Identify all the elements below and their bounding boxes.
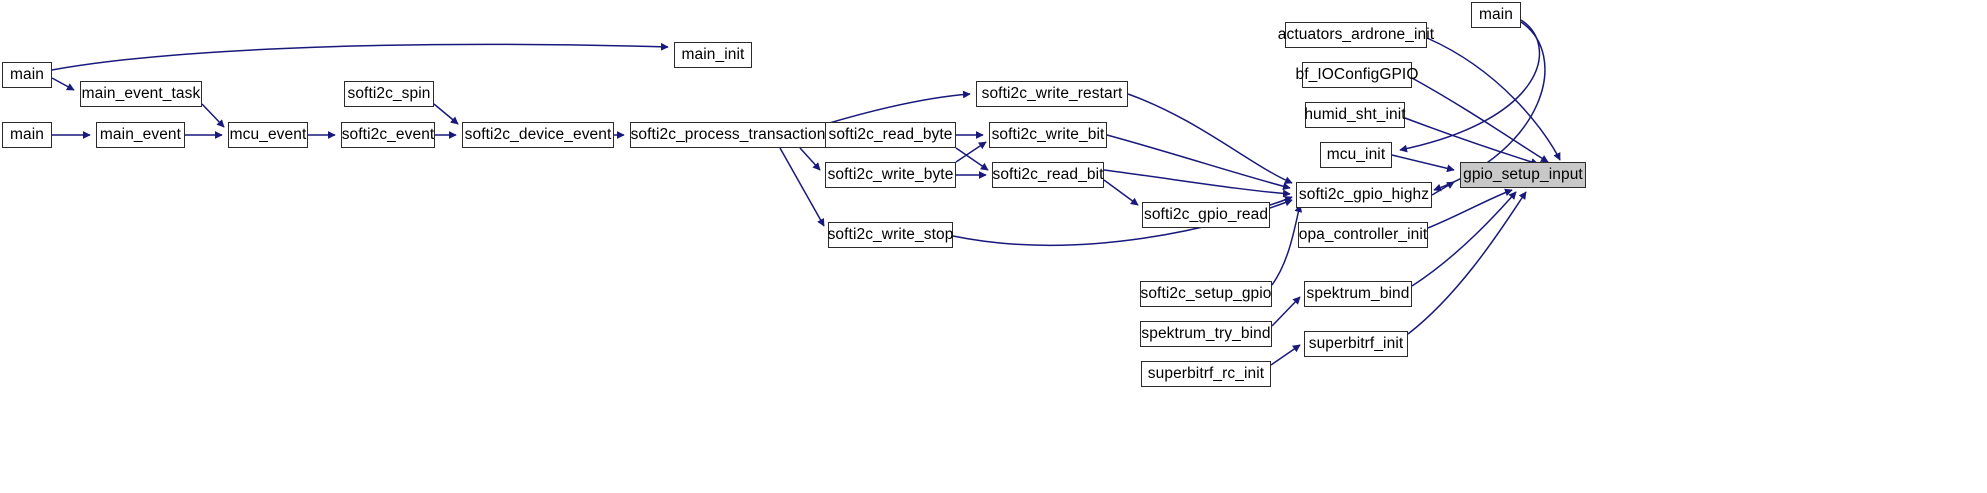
graph-node-mcu_event[interactable]: mcu_event <box>228 122 308 148</box>
graph-node-label: softi2c_spin <box>347 85 431 103</box>
graph-node-label: main_init <box>681 46 745 64</box>
graph-node-label: main_event_task <box>81 85 201 103</box>
graph-node-label: main_event <box>99 126 182 144</box>
graph-node-softi2c_gpio_highz[interactable]: softi2c_gpio_highz <box>1296 182 1432 208</box>
graph-node-softi2c_read_bit[interactable]: softi2c_read_bit <box>992 162 1104 188</box>
graph-edge-softi2c_read_bit--to--softi2c_gpio_highz <box>1103 169 1291 198</box>
graph-node-label: softi2c_gpio_read <box>1143 206 1269 224</box>
graph-edge-softi2c_spin--to--softi2c_device_event <box>433 103 459 125</box>
graph-node-spektrum_bind[interactable]: spektrum_bind <box>1304 281 1412 307</box>
graph-edge-spektrum_try_bind--to--spektrum_bind <box>1271 296 1301 327</box>
graph-edge-humid_sht_init--to--gpio_setup_input <box>1404 117 1539 166</box>
graph-node-softi2c_write_byte[interactable]: softi2c_write_byte <box>825 162 956 188</box>
graph-node-softi2c_process_transaction[interactable]: softi2c_process_transaction <box>630 122 826 148</box>
graph-edge-opa_controller_init--to--gpio_setup_input <box>1427 188 1513 229</box>
graph-edge-softi2c_gpio_highz--to--gpio_setup_input <box>1431 181 1455 196</box>
graph-node-softi2c_write_bit[interactable]: softi2c_write_bit <box>989 122 1107 148</box>
graph-node-softi2c_spin[interactable]: softi2c_spin <box>344 81 434 107</box>
graph-node-main_event[interactable]: main_event <box>96 122 185 148</box>
graph-edge-softi2c_gpio_read--to--softi2c_gpio_highz <box>1269 196 1293 206</box>
graph-edge-main_a--to--main_init <box>51 42 669 71</box>
graph-node-actuators_ardrone_init[interactable]: actuators_ardrone_init <box>1278 22 1434 48</box>
graph-node-bf_IOConfigGPIO[interactable]: bf_IOConfigGPIO <box>1296 62 1418 88</box>
graph-edge-main_a--to--main_event_task <box>51 77 75 91</box>
graph-node-main_event_task[interactable]: main_event_task <box>80 81 202 107</box>
graph-node-label: softi2c_write_bit <box>991 126 1105 144</box>
graph-edge-superbitrf_rc_init--to--superbitrf_init <box>1270 344 1301 366</box>
graph-node-label: softi2c_read_bit <box>992 166 1104 184</box>
graph-node-label: mcu_init <box>1326 146 1386 164</box>
graph-edge-main_event_task--to--mcu_event <box>201 103 225 128</box>
graph-edge-softi2c_read_bit--to--softi2c_gpio_read <box>1103 179 1139 206</box>
graph-node-label: superbitrf_rc_init <box>1147 365 1265 383</box>
graph-node-main_c[interactable]: main <box>1471 2 1521 28</box>
graph-node-label: softi2c_setup_gpio <box>1140 285 1272 303</box>
graph-node-mcu_init[interactable]: mcu_init <box>1320 142 1392 168</box>
graph-node-label: main <box>10 126 44 144</box>
graph-node-gpio_setup_input[interactable]: gpio_setup_input <box>1460 162 1586 188</box>
graph-node-opa_controller_init[interactable]: opa_controller_init <box>1298 222 1428 248</box>
graph-node-label: actuators_ardrone_init <box>1277 26 1435 44</box>
graph-edge-softi2c_process_transaction--to--softi2c_write_byte <box>799 147 821 171</box>
graph-node-superbitrf_init[interactable]: superbitrf_init <box>1304 331 1408 357</box>
graph-edge-superbitrf_init--to--gpio_setup_input <box>1407 191 1527 335</box>
graph-edge-softi2c_read_byte--to--softi2c_read_bit <box>955 147 989 171</box>
graph-node-main_b[interactable]: main <box>2 122 52 148</box>
graph-node-main_init[interactable]: main_init <box>674 42 752 68</box>
graph-node-label: spektrum_bind <box>1306 285 1410 303</box>
graph-node-label: bf_IOConfigGPIO <box>1295 66 1419 84</box>
graph-node-label: main <box>10 66 44 84</box>
graph-edge-softi2c_write_bit--to--softi2c_gpio_highz <box>1106 134 1291 191</box>
graph-node-label: softi2c_write_restart <box>981 85 1123 103</box>
graph-edge-softi2c_write_byte--to--softi2c_write_bit <box>955 141 987 163</box>
graph-node-label: softi2c_read_byte <box>828 126 953 144</box>
graph-node-softi2c_read_byte[interactable]: softi2c_read_byte <box>825 122 956 148</box>
graph-node-softi2c_write_restart[interactable]: softi2c_write_restart <box>976 81 1128 107</box>
graph-edge-softi2c_process_transaction--to--softi2c_write_stop <box>779 147 825 227</box>
graph-node-softi2c_write_stop[interactable]: softi2c_write_stop <box>828 222 953 248</box>
graph-node-superbitrf_rc_init[interactable]: superbitrf_rc_init <box>1141 361 1271 387</box>
graph-node-label: main <box>1479 6 1513 24</box>
graph-node-label: opa_controller_init <box>1298 226 1428 244</box>
graph-node-label: superbitrf_init <box>1308 335 1404 353</box>
graph-node-label: softi2c_write_byte <box>827 166 954 184</box>
graph-edge-softi2c_write_restart--to--softi2c_gpio_highz <box>1127 93 1293 184</box>
graph-node-softi2c_device_event[interactable]: softi2c_device_event <box>462 122 614 148</box>
graph-node-label: softi2c_gpio_highz <box>1298 186 1430 204</box>
graph-node-label: mcu_event <box>229 126 307 144</box>
graph-node-humid_sht_init[interactable]: humid_sht_init <box>1304 102 1406 128</box>
graph-edge-actuators_ardrone_init--to--gpio_setup_input <box>1426 37 1561 161</box>
graph-edge-bf_IOConfigGPIO--to--gpio_setup_input <box>1411 77 1549 163</box>
graph-node-label: softi2c_event <box>341 126 435 144</box>
graph-node-softi2c_gpio_read[interactable]: softi2c_gpio_read <box>1142 202 1270 228</box>
graph-node-softi2c_setup_gpio[interactable]: softi2c_setup_gpio <box>1140 281 1272 307</box>
graph-edge-softi2c_process_transaction--to--softi2c_write_restart <box>825 90 971 125</box>
graph-edge-mcu_init--to--gpio_setup_input <box>1391 154 1455 173</box>
graph-node-label: humid_sht_init <box>1304 106 1406 124</box>
graph-node-label: spektrum_try_bind <box>1141 325 1271 343</box>
graph-node-label: gpio_setup_input <box>1463 166 1583 184</box>
graph-node-label: softi2c_process_transaction <box>630 126 826 144</box>
graph-node-label: softi2c_write_stop <box>827 226 954 244</box>
graph-node-main_a[interactable]: main <box>2 62 52 88</box>
graph-node-label: softi2c_device_event <box>464 126 612 144</box>
graph-node-spektrum_try_bind[interactable]: spektrum_try_bind <box>1140 321 1272 347</box>
graph-edge-softi2c_setup_gpio--to--softi2c_gpio_highz <box>1271 204 1303 286</box>
graph-node-softi2c_event[interactable]: softi2c_event <box>341 122 435 148</box>
